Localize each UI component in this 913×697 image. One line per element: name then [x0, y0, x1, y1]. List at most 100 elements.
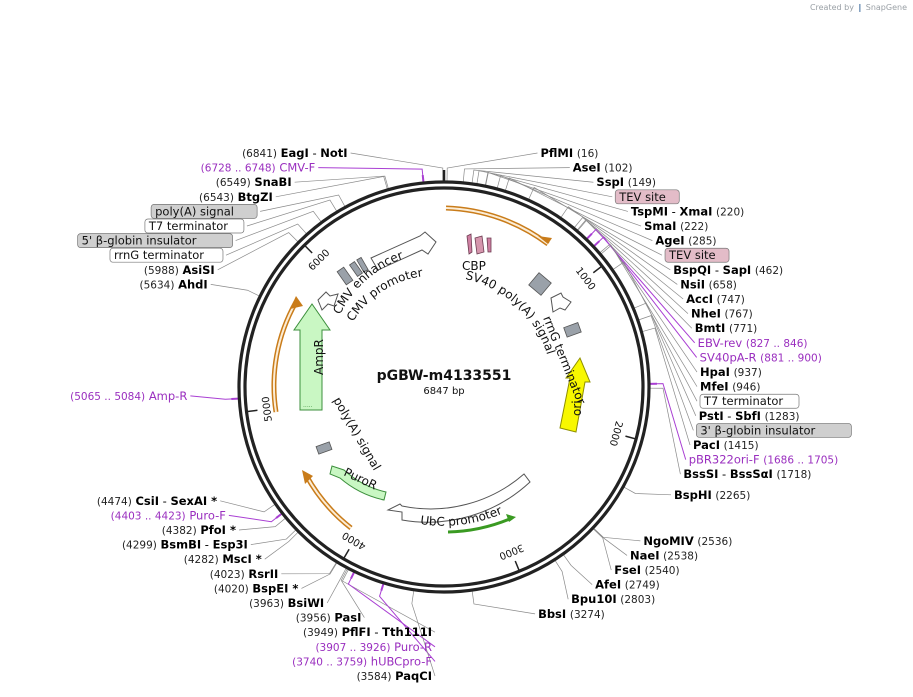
leader-pfoi [238, 518, 286, 531]
feature-t7-terminator-right[interactable]: T7 terminator [699, 393, 800, 409]
site-ngomiv[interactable]: NgoMIV (2536) [643, 534, 732, 548]
primer-puro-f[interactable]: (4403 .. 4423) Puro-F [111, 508, 226, 522]
feature-label: 3' β-globin insulator [700, 423, 815, 437]
site-btgzi[interactable]: (6543) BtgZI [199, 190, 273, 204]
credit-brand: SnapGene [865, 3, 907, 12]
snapgene-logo-icon: ❙ [856, 3, 864, 12]
site-acci[interactable]: AccI (747) [686, 292, 745, 306]
site-csii[interactable]: (4474) CsiI - SexAI * [97, 494, 217, 508]
site-smai[interactable]: SmaI (222) [644, 219, 708, 233]
site-snabi[interactable]: (6549) SnaBI [216, 175, 292, 189]
primer-hubcpro-f[interactable]: (3740 .. 3759) hUBCpro-F [292, 654, 432, 668]
primer-label: pBR322ori-F (1686 .. 1705) [689, 453, 839, 467]
cmv-enhancer-arrow [370, 231, 437, 271]
leader-bsssi [649, 387, 681, 475]
site-label: (4020) BspEI * [214, 581, 299, 595]
leader-t7-terminator-left [246, 199, 338, 227]
site-psti[interactable]: PstI - SbfI (1283) [699, 409, 800, 423]
primer-mark-cmv-f [421, 174, 425, 183]
tick-2000 [625, 435, 637, 440]
site-label: (4282) MscI * [184, 552, 262, 566]
site-pflfi[interactable]: (3949) PflFI - Tth111I [303, 625, 432, 639]
ampr-orf-arc-fill [273, 301, 297, 413]
site-asisi[interactable]: (5988) AsiSI [144, 263, 215, 277]
tick-5000 [246, 409, 258, 413]
site-asei[interactable]: AseI (102) [573, 161, 633, 175]
site-label: (3949) PflFI - Tth111I [303, 625, 432, 639]
cbp-orf-arc [445, 205, 550, 246]
site-fsei[interactable]: FseI (2540) [614, 563, 679, 577]
site-nhei[interactable]: NheI (767) [691, 307, 753, 321]
site-agei[interactable]: AgeI (285) [655, 234, 716, 248]
leader-agei [496, 174, 653, 241]
snapgene-credit: Created by ❙ SnapGene [810, 3, 907, 12]
plasmid-name: pGBW-m4133551 [377, 368, 512, 384]
site-bsssi[interactable]: BssSI - BssSαI (1718) [683, 467, 811, 481]
polya-block [336, 266, 354, 286]
primer-mark-puro-r [350, 571, 355, 580]
hubc-green-arrowhead [506, 514, 516, 522]
feature-box [150, 204, 258, 219]
t7-terminator-block [563, 322, 582, 338]
leader-tspmi [484, 172, 628, 212]
site-pflmi[interactable]: PflMI (16) [540, 146, 598, 160]
leader-naei [593, 528, 628, 556]
feature-label: rrnG terminator [114, 248, 204, 262]
primer-amp-r[interactable]: (5065 .. 5084) Amp-R [70, 389, 187, 403]
site-bspei[interactable]: (4020) BspEI * [214, 581, 299, 595]
feature-tev-site-1[interactable]: TEV site [614, 189, 680, 205]
tick-label-2000: 2000 [607, 420, 624, 447]
site-bbsi[interactable]: BbsI (3274) [538, 607, 605, 621]
site-tspmi[interactable]: TspMI - XmaI (220) [631, 204, 744, 218]
site-msci[interactable]: (4282) MscI * [184, 552, 262, 566]
site-bsphi[interactable]: BspHI (2265) [674, 488, 750, 502]
site-label: Bpu10I (2803) [571, 592, 655, 606]
feature-rrng-terminator-left[interactable]: rrnG terminator [109, 247, 224, 263]
leader-rsrii [281, 562, 337, 575]
feature-t7-terminator-left[interactable]: T7 terminator [144, 218, 245, 234]
leader-bmti [577, 220, 693, 329]
feature-tev-site-2[interactable]: TEV site [664, 247, 730, 263]
feature-beta-globin-insulator-5[interactable]: 5' β-globin insulator [77, 233, 233, 248]
site-paci[interactable]: PacI (1415) [693, 438, 759, 452]
site-label: AgeI (285) [655, 234, 716, 248]
primer-ebv-rev[interactable]: EBV-rev (827 .. 846) [698, 336, 808, 350]
site-bpu10i[interactable]: Bpu10I (2803) [571, 592, 655, 606]
site-naei[interactable]: NaeI (2538) [630, 548, 698, 562]
primer-puro-r[interactable]: (3907 .. 3926) Puro-R [315, 640, 432, 654]
leader-pflmi [446, 152, 538, 182]
site-bsmbi[interactable]: (4299) BsmBI - Esp3I [122, 538, 248, 552]
site-bmti[interactable]: BmtI (771) [695, 321, 757, 335]
t7-block [348, 260, 364, 278]
site-hpai[interactable]: HpaI (937) [700, 365, 762, 379]
site-label: (4474) CsiI - SexAI * [97, 494, 217, 508]
leader-lines [190, 152, 698, 677]
site-nsii[interactable]: NsiI (658) [680, 277, 737, 291]
tev-site-block-2 [486, 237, 492, 253]
site-pfoi[interactable]: (4382) PfoI * [162, 523, 236, 537]
primer-sv40pa-r[interactable]: SV40pA-R (881 .. 900) [700, 350, 822, 364]
site-rsrii[interactable]: (4023) RsrII [210, 567, 279, 581]
leader-bsmbi [250, 529, 296, 545]
site-afei[interactable]: AfeI (2749) [595, 578, 660, 592]
site-label: FseI (2540) [614, 563, 679, 577]
primer-cmv-f[interactable]: (6728 .. 6748) CMV-F [201, 161, 316, 175]
leader-bsphi [623, 486, 672, 496]
leader-bpu10i [554, 560, 569, 600]
site-label: PacI (1415) [693, 438, 759, 452]
feature-beta-globin-insulator-3[interactable]: 3' β-globin insulator [696, 423, 852, 438]
feature-polya-signal-top[interactable]: poly(A) signal [150, 204, 258, 219]
site-mfei[interactable]: MfeI (946) [700, 380, 760, 394]
leader-sspi [471, 169, 594, 183]
primer-pbr322ori-f[interactable]: pBR322ori-F (1686 .. 1705) [689, 453, 839, 467]
site-sspi[interactable]: SspI (149) [596, 175, 656, 189]
site-pasi[interactable]: (3956) PasI [296, 611, 362, 625]
site-paqci[interactable]: (3584) PaqCI [357, 669, 432, 683]
site-eagi[interactable]: (6841) EagI - NotI [242, 146, 348, 160]
external-labels: PflMI (16)AseI (102)SspI (149)TEV siteTs… [70, 146, 852, 683]
site-bsiwi[interactable]: (3963) BsiWI [249, 596, 324, 610]
tick-label-5000: 5000 [261, 396, 275, 423]
leader-beta-globin-insulator-3 [638, 315, 694, 431]
site-bspqi[interactable]: BspQI - SapI (462) [673, 263, 783, 277]
site-ahdi[interactable]: (5634) AhdI [140, 277, 208, 291]
